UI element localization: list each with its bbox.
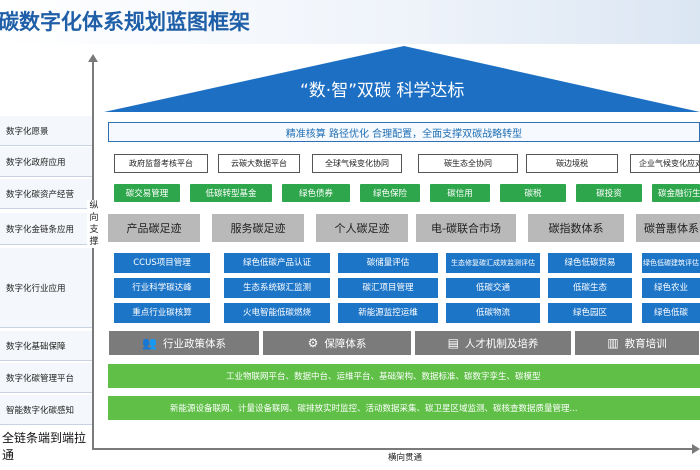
people-icon: 👥 — [142, 336, 157, 350]
industry-app: 重点行业碳核算 — [114, 303, 210, 323]
left-label-chain: 数字化金链条应用 — [0, 213, 92, 245]
industry-app: 绿色农业 — [642, 278, 700, 298]
industry-app: CCUS项目管理 — [114, 253, 210, 273]
asset-op: 碳信用 — [430, 184, 490, 202]
left-label-platform: 数字化碳管理平台 — [0, 363, 92, 393]
page-title: 碳数字化体系规划蓝图框架 — [0, 10, 250, 34]
industry-app: 低碳生态 — [548, 278, 632, 298]
horizontal-arrow-icon — [692, 444, 700, 454]
gov-app: 全球气候变化协同 — [312, 154, 402, 173]
vertical-arrow-icon — [88, 54, 98, 62]
left-label-gov: 数字化政府应用 — [0, 147, 92, 177]
industry-app: 行业科学碳达峰 — [114, 278, 210, 298]
left-label-sensing: 智能数字化碳感知 — [0, 395, 92, 425]
gov-app: 政府监督考核平台 — [114, 154, 208, 173]
industry-app: 绿色低碳贸易 — [548, 253, 632, 273]
chain-app: 产品碳足迹 — [108, 214, 200, 242]
foundation-item: ▤人才机制及培养 — [414, 330, 572, 356]
chain-app: 电-碳联合市场 — [416, 214, 516, 242]
industry-app: 新能源监控运维 — [338, 303, 438, 323]
title-bar: 碳数字化体系规划蓝图框架 — [0, 0, 700, 44]
chain-app: 服务碳足迹 — [212, 214, 304, 242]
left-label-vision: 数字化愿景 — [0, 116, 92, 146]
asset-op: 碳投资 — [576, 184, 642, 202]
chain-app: 个人碳足迹 — [316, 214, 408, 242]
gov-app: 企业气候变化应对 — [630, 154, 700, 173]
industry-app: 火电智能低碳燃烧 — [224, 303, 330, 323]
vertical-axis-label: 纵向支撑 — [87, 200, 101, 248]
left-label-foundation: 数字化基础保障 — [0, 331, 92, 361]
industry-app: 生态修复碳汇成效监测评估 — [446, 253, 540, 273]
asset-op: 绿色保险 — [360, 184, 420, 202]
industry-app: 绿色低碳 — [642, 303, 700, 323]
vision-banner: 精准核算 路径优化 合理配置，全面支撑双碳战略转型 — [108, 122, 700, 142]
vertical-axis — [92, 60, 94, 450]
foundation-item: 👥行业政策体系 — [108, 330, 260, 356]
asset-op: 碳金融衍生品 — [652, 184, 700, 202]
platform-bar: 工业物联网平台、数据中台、运维平台、基础架构、数据标准、碳数字孪生、碳模型 — [108, 364, 700, 388]
gov-app: 云碳大数据平台 — [218, 154, 300, 173]
foundation-item: ⚙保障体系 — [262, 330, 412, 356]
industry-app: 绿色园区 — [548, 303, 632, 323]
asset-op: 低碳转型基金 — [190, 184, 272, 202]
foundation-item: ▥教育培训 — [574, 330, 700, 356]
gear-icon: ⚙ — [307, 336, 319, 350]
gov-app: 碳边境税 — [526, 154, 618, 173]
sensing-bar: 新能源设备联网、计量设备联网、碳排放实时监控、活动数据采集、碳卫星区域监测、碳核… — [108, 396, 700, 420]
chain-app: 碳普惠体系 — [636, 214, 700, 242]
industry-app: 低碳交通 — [446, 278, 540, 298]
gov-app: 碳生态全协同 — [418, 154, 518, 173]
industry-app: 碳汇项目管理 — [338, 278, 438, 298]
industry-app: 绿色低碳产品认证 — [224, 253, 330, 273]
chart-icon: ▤ — [447, 336, 459, 350]
left-label-industry: 数字化行业应用 — [0, 248, 92, 328]
industry-app: 碳储量评估 — [338, 253, 438, 273]
bottom-left-label: 全链条端到端拉通 — [2, 431, 87, 462]
asset-op: 碳交易管理 — [114, 184, 180, 202]
chain-app: 碳指数体系 — [528, 214, 624, 242]
roof-triangle — [104, 46, 700, 112]
roof-slogan: “数·智”双碳 科学达标 — [300, 81, 465, 101]
horizontal-axis — [92, 448, 698, 450]
industry-app: 绿色低碳建筑评估 — [642, 253, 700, 273]
asset-op: 碳税 — [500, 184, 566, 202]
asset-op: 绿色债券 — [282, 184, 350, 202]
left-label-asset: 数字化碳资产经营 — [0, 179, 92, 209]
horizontal-axis-label: 横向贯通 — [388, 453, 423, 463]
industry-app: 低碳物流 — [446, 303, 540, 323]
industry-app: 生态系统碳汇监测 — [224, 278, 330, 298]
book-icon: ▥ — [607, 336, 619, 350]
